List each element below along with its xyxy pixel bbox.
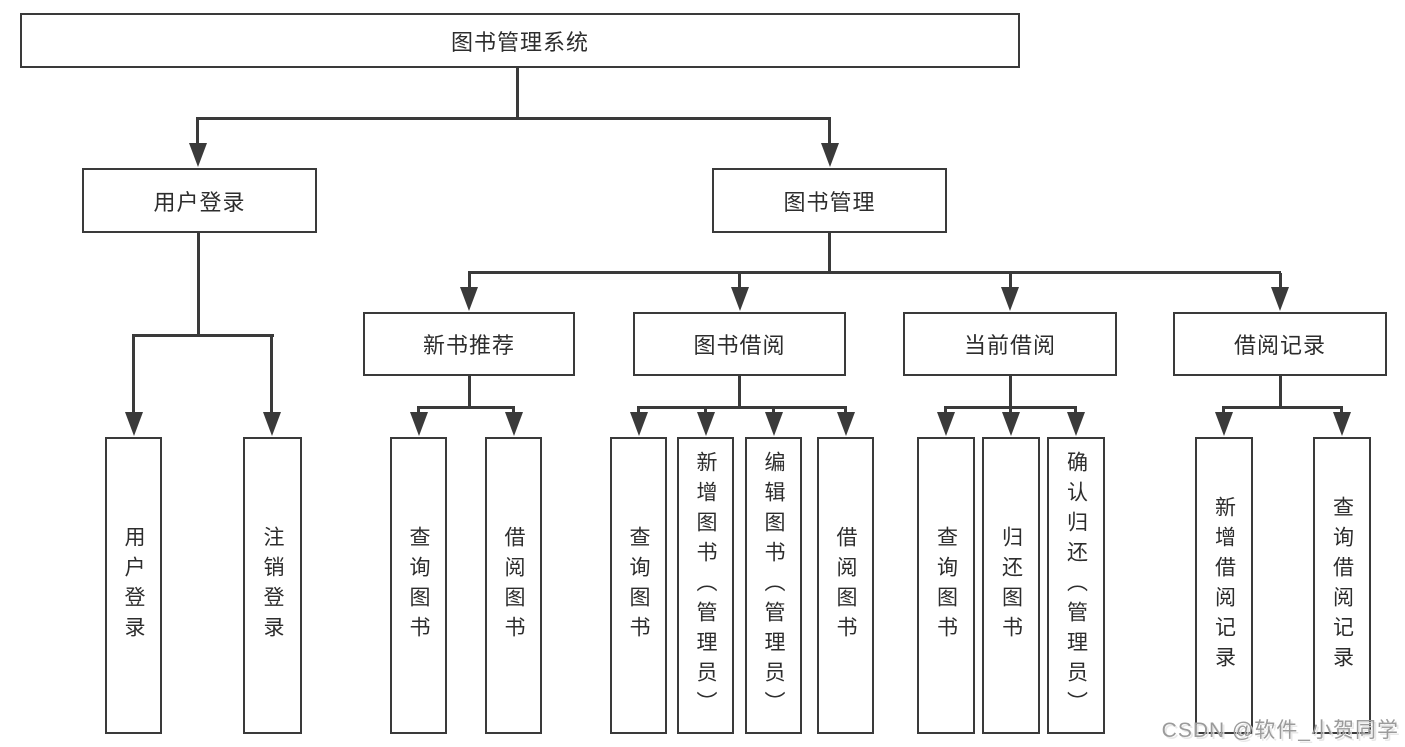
node-book-management: 图书管理 — [712, 168, 947, 233]
arrowhead-s0c1 — [504, 412, 523, 436]
node-leaf-query-book-borrow: 查询图书 — [610, 437, 667, 734]
node-new-book-recommend: 新书推荐 — [363, 312, 575, 376]
node-user-login: 用户登录 — [82, 168, 317, 233]
connector-section1-drop — [738, 273, 741, 288]
arrowhead-book-management — [820, 143, 839, 167]
node-leaf-confirm-return-admin: 确认归还（管理员） — [1047, 437, 1105, 734]
arrowhead-s0c0 — [409, 412, 428, 436]
connector-root-stem — [516, 68, 519, 118]
connector-s1c0-drop — [637, 407, 640, 415]
node-leaf-borrow-book-recommend: 借阅图书 — [485, 437, 542, 734]
connector-login-child0-drop — [132, 336, 135, 414]
arrowhead-s1c3 — [836, 412, 855, 436]
connector-section3-rail — [1222, 406, 1343, 409]
connector-section3-drop — [1278, 273, 1282, 288]
connector-book-management-drop — [828, 119, 831, 145]
node-leaf-query-book-recommend: 查询图书 — [390, 437, 447, 734]
arrowhead-login-child1 — [262, 412, 281, 436]
node-leaf-query-borrow-record: 查询借阅记录 — [1313, 437, 1371, 734]
connector-login-child1-drop — [270, 336, 273, 414]
arrowhead-s2c1 — [1001, 412, 1020, 436]
arrowhead-section2 — [1001, 287, 1019, 311]
connector-s1c1-drop — [704, 407, 707, 415]
node-root: 图书管理系统 — [20, 13, 1020, 68]
arrowhead-login-child0 — [124, 412, 143, 436]
connector-user-login-drop — [196, 119, 199, 145]
connector-section1-rail — [637, 406, 847, 409]
arrowhead-user-login — [188, 143, 207, 167]
connector-section0-drop — [467, 273, 471, 288]
connector-s2c1-drop — [1009, 407, 1012, 415]
node-leaf-add-book-admin: 新增图书（管理员） — [677, 437, 734, 734]
arrowhead-s1c0 — [629, 412, 648, 436]
connector-s2c2-drop — [1074, 407, 1077, 415]
connector-s0c0-drop — [417, 407, 420, 415]
arrowhead-section3 — [1271, 287, 1289, 311]
node-leaf-borrow-book: 借阅图书 — [817, 437, 874, 734]
connector-section2-stem — [1008, 376, 1012, 407]
arrowhead-s2c2 — [1066, 412, 1085, 436]
arrowhead-s2c0 — [936, 412, 955, 436]
connector-user-login-stem — [197, 233, 200, 335]
connector-s1c3-drop — [844, 407, 847, 415]
watermark: CSDN @软件_小贺同学 — [1161, 719, 1399, 742]
node-current-borrow: 当前借阅 — [903, 312, 1117, 376]
node-book-borrow: 图书借阅 — [633, 312, 846, 376]
node-leaf-query-book-current: 查询图书 — [917, 437, 975, 734]
node-leaf-logout: 注销登录 — [243, 437, 302, 734]
connector-book-management-stem — [828, 233, 831, 272]
connector-section1-stem — [738, 376, 741, 407]
connector-user-login-rail — [132, 334, 274, 337]
arrowhead-s3c0 — [1214, 412, 1233, 436]
connector-section3-stem — [1278, 376, 1282, 407]
arrowhead-section1 — [730, 287, 749, 311]
node-leaf-add-borrow-record: 新增借阅记录 — [1195, 437, 1253, 734]
connector-level1-rail — [196, 117, 831, 120]
arrowhead-s3c1 — [1332, 412, 1351, 436]
connector-section0-rail — [417, 406, 515, 409]
connector-level2-rail — [468, 271, 1281, 274]
connector-s1c2-drop — [772, 407, 775, 415]
arrowhead-s1c1 — [696, 412, 715, 436]
arrowhead-section0 — [460, 287, 478, 311]
node-leaf-return-book: 归还图书 — [982, 437, 1040, 734]
arrowhead-s1c2 — [764, 412, 783, 436]
node-leaf-edit-book-admin: 编辑图书（管理员） — [745, 437, 802, 734]
node-borrow-records: 借阅记录 — [1173, 312, 1387, 376]
connector-section0-stem — [467, 376, 471, 407]
connector-s3c0-drop — [1222, 407, 1225, 415]
connector-s0c1-drop — [512, 407, 515, 415]
node-leaf-user-login: 用户登录 — [105, 437, 162, 734]
connector-s3c1-drop — [1340, 407, 1343, 415]
connector-s2c0-drop — [944, 407, 947, 415]
connector-section2-drop — [1008, 273, 1012, 288]
